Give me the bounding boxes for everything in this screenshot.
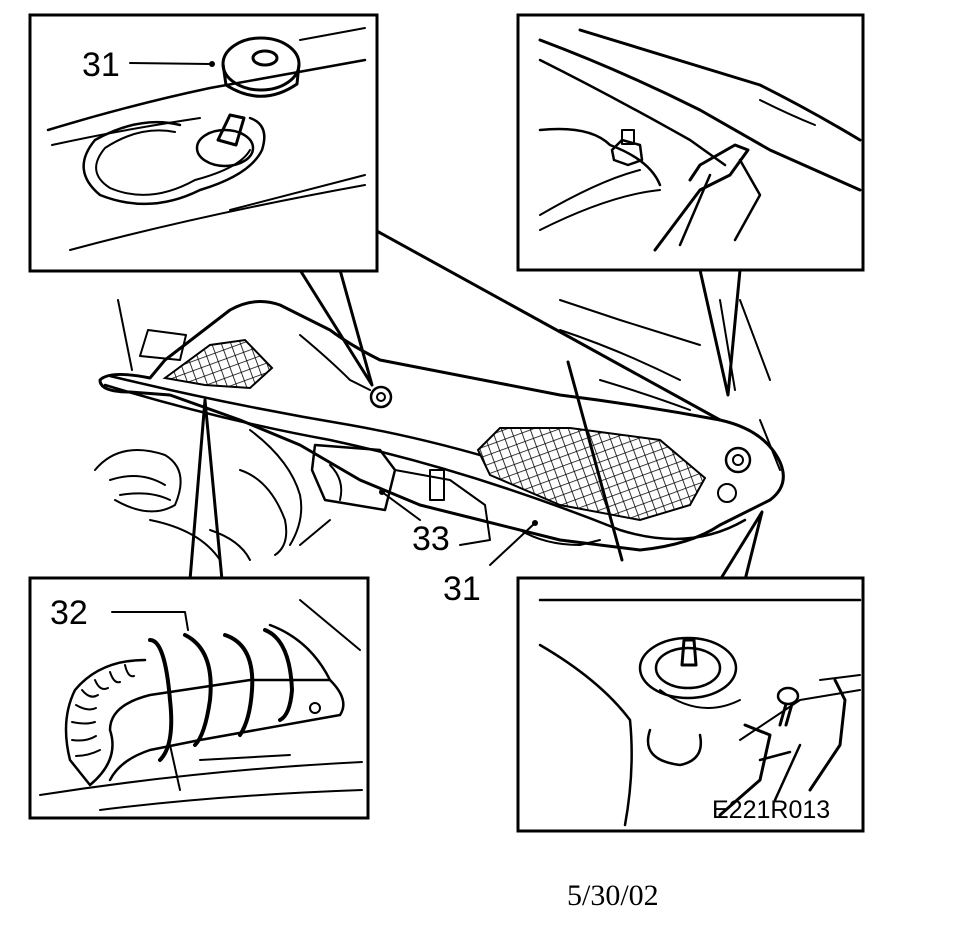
detail-box-bottom-left: 32 bbox=[28, 576, 370, 820]
detail-leader-lines bbox=[188, 228, 764, 582]
date-stamp: 5/30/02 bbox=[567, 879, 659, 912]
callout-31-top: 31 bbox=[82, 46, 120, 84]
main-callouts: 33 31 bbox=[379, 489, 538, 608]
callout-31-bottom: 31 bbox=[443, 570, 481, 608]
main-view bbox=[94, 299, 785, 561]
callout-32: 32 bbox=[50, 594, 88, 632]
figure-code: E221R013 bbox=[712, 796, 830, 824]
detail-box-bottom-right: E221R013 bbox=[516, 576, 865, 833]
detail-box-top-right bbox=[516, 13, 865, 272]
detail-box-top-left: 31 bbox=[28, 13, 379, 273]
callout-33: 33 bbox=[412, 520, 450, 558]
